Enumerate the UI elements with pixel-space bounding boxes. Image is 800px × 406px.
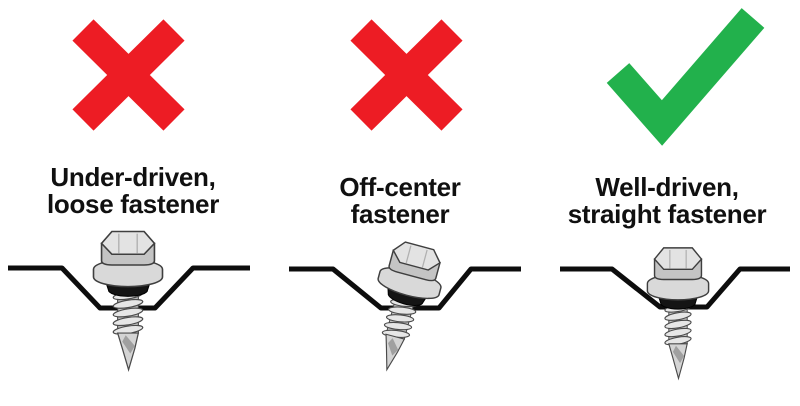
label-line2: straight fastener — [567, 199, 767, 229]
label-line1: Under-driven, — [50, 162, 216, 192]
cross-icon — [350, 19, 463, 131]
check-icon — [606, 8, 765, 146]
panel-label: Under-driven, loose fastener — [0, 150, 266, 230]
panel-label: Well-driven, straight fastener — [534, 150, 800, 230]
label-line2: fastener — [350, 199, 450, 229]
figure-under-driven — [8, 230, 250, 371]
panel-label: Off-center fastener — [266, 150, 534, 230]
screw-under-driven — [92, 230, 164, 371]
cross-strokes — [72, 19, 185, 131]
cross-icon — [72, 19, 185, 131]
label-line2: loose fastener — [46, 189, 220, 219]
figure-off-center — [289, 237, 521, 379]
panel-under-driven: Under-driven, loose fastener — [0, 0, 266, 406]
label-line1: Well-driven, — [595, 172, 739, 202]
screw-well-driven — [646, 247, 710, 380]
panel-off-center: Off-center fastener — [266, 0, 534, 406]
panel-well-driven: Well-driven, straight fastener — [534, 0, 800, 406]
figure-well-driven — [560, 247, 790, 380]
label-line1: Off-center — [339, 172, 461, 202]
check-stroke — [606, 8, 765, 146]
cross-strokes — [350, 19, 463, 131]
